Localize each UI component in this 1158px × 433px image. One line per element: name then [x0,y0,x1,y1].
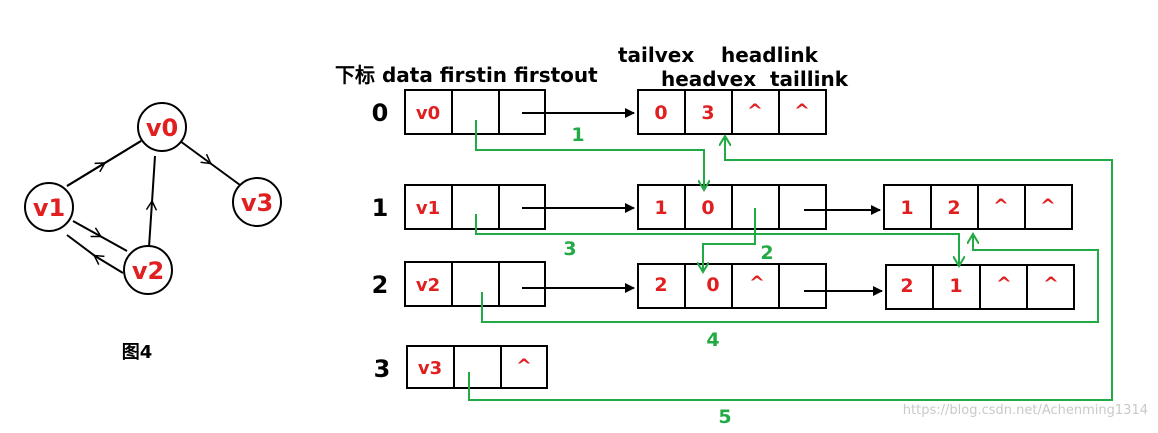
link-2 [703,208,756,272]
edge-v1-v2 [72,220,128,252]
arc-node-1-0: 1 0 [637,184,827,230]
arc-node-2-1: 2 1 ^ ^ [885,264,1075,310]
node-label-v3: v3 [241,189,273,217]
graph-node-v2: v2 [123,245,173,295]
vertex-data: v1 [416,198,440,219]
link-label-5: 5 [718,406,731,428]
graph-node-v3: v3 [232,177,282,227]
arc-headlink: ^ [747,100,763,122]
arc-node-2-0: 2 0 ^ [637,263,827,309]
edge-v2-v0 [145,155,158,248]
arc-tailvex: 2 [654,274,667,296]
link-label-4: 4 [706,329,719,351]
arc-tailvex: 1 [900,197,913,219]
vertex-row-3: 3 v3 ^ [374,345,548,389]
arc-node-0-3: 0 3 ^ ^ [637,89,827,135]
link-5 [468,136,1113,401]
arc-headlink: ^ [996,273,1012,295]
arc-headvex: 3 [701,102,714,124]
link-label-3: 3 [563,238,576,260]
vertex-header: 下标 data firstin firstout [335,63,598,87]
edge-v1-v0-arrow [66,140,142,187]
link-3 [475,214,959,266]
figure-caption: 图4 [122,342,153,363]
graph-node-v1: v1 [24,182,74,232]
firstout-arrows [522,108,883,296]
link-label-2: 2 [760,242,773,264]
arc-tailvex: 1 [654,197,667,219]
arc-taillink: ^ [1040,195,1056,217]
tailvex-header: tailvex [618,43,694,67]
arc-headvex: 1 [949,275,962,297]
arc-tailvex: 0 [654,102,667,124]
firstin-links [468,120,1113,401]
edge-v0-v3 [179,140,241,186]
arc-headvex: 0 [706,274,719,296]
arc-headvex: 0 [701,197,714,219]
arc-tailvex: 2 [900,275,913,297]
vertex-index: 1 [372,194,389,222]
taillink-header: taillink [770,67,849,91]
arc-taillink: ^ [1043,273,1059,295]
arc-node-1-2: 1 2 ^ ^ [883,184,1073,230]
arc-taillink: ^ [794,100,810,122]
headvex-header: headvex [661,67,756,91]
arc-headlink: ^ [993,195,1009,217]
vertex-row-1: 1 v1 [372,184,546,230]
link-labels: 1 2 3 4 5 [563,124,773,428]
watermark: https://blog.csdn.net/Achenming1314 [903,403,1148,418]
link-1 [475,120,704,190]
vertex-data: v2 [416,275,440,296]
edge-v2-v1 [66,234,124,274]
vertex-data: v0 [416,103,440,124]
arc-headlink: ^ [749,272,765,294]
node-label-v1: v1 [33,194,65,222]
headlink-header: headlink [721,43,819,67]
node-label-v0: v0 [146,114,178,142]
node-label-v2: v2 [132,257,164,285]
graph-node-v0: v0 [137,102,187,152]
link-4 [481,234,1099,323]
vertex-index: 2 [372,271,389,299]
vertex-index: 3 [374,355,391,383]
vertex-data: v3 [418,358,442,379]
graph-edges [66,140,241,274]
vertex-firstout: ^ [516,355,532,377]
arc-headvex: 2 [947,197,960,219]
vertex-index: 0 [372,99,389,127]
vertex-row-2: 2 v2 [372,261,546,307]
link-label-1: 1 [571,124,584,146]
vertex-row-0: 0 v0 [372,89,546,135]
